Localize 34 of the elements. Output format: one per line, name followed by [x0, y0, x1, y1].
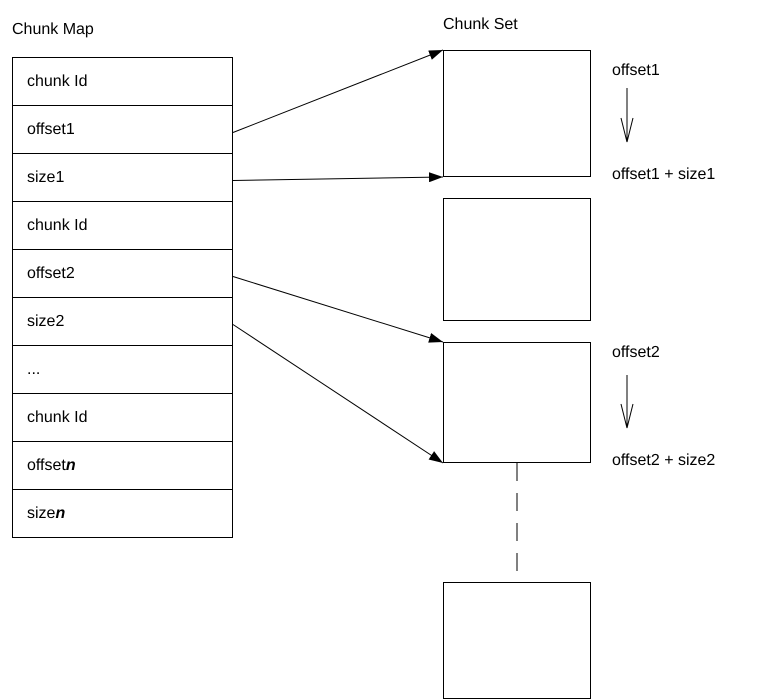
table-row: [12, 393, 233, 442]
offset-label: offset2: [612, 344, 660, 362]
chunk-box: [443, 50, 591, 177]
row-text: offsetn: [26, 456, 76, 474]
arrow: [232, 276, 444, 343]
table-heading: Chunk Map: [12, 21, 94, 39]
chunk-box: [443, 342, 591, 463]
row-text: ...: [26, 360, 40, 378]
row-text: chunk Id: [26, 72, 88, 90]
row-text: sizen: [26, 504, 66, 522]
row-text: chunk Id: [26, 216, 88, 234]
offset-label: offset1 + size1: [612, 166, 716, 184]
table-row: [12, 297, 233, 346]
offset-label: offset2 + size2: [612, 452, 716, 470]
arrow: [232, 172, 444, 182]
table-row: [12, 489, 233, 538]
table-row: [12, 345, 233, 394]
row-text: offset1: [26, 120, 75, 138]
table-row: [12, 57, 233, 106]
chunk-box: [443, 198, 591, 321]
arrow: [232, 324, 444, 464]
table-row: [12, 441, 233, 490]
table-row: [12, 201, 233, 250]
table-row: [12, 249, 233, 298]
row-text: offset2: [26, 264, 75, 282]
table-row: [12, 153, 233, 202]
offset-label: offset1: [612, 62, 660, 80]
arrow: [232, 50, 444, 133]
section-heading: Chunk Set: [443, 16, 518, 34]
row-text: size1: [26, 168, 64, 186]
row-text: size2: [26, 312, 64, 330]
row-text: chunk Id: [26, 408, 88, 426]
table-row: [12, 105, 233, 154]
chunk-box: [443, 582, 591, 699]
